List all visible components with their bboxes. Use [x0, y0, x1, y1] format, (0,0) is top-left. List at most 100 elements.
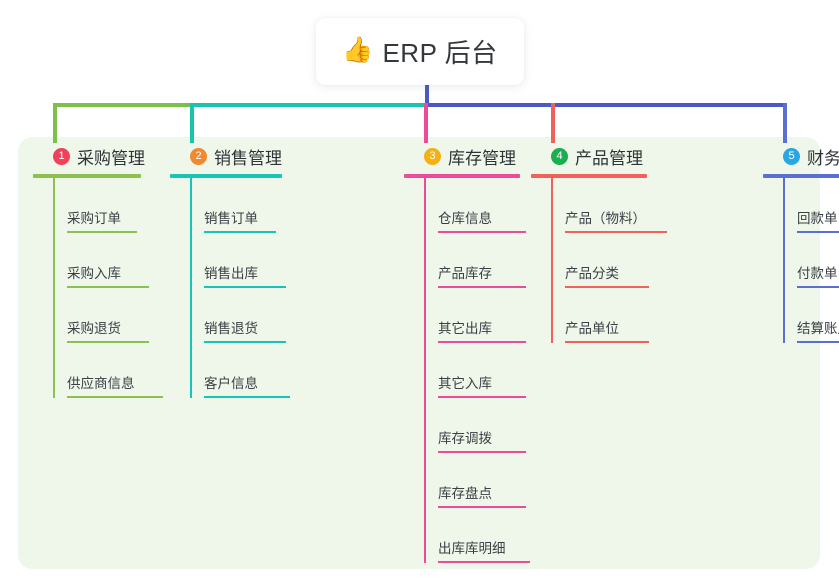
column-items-product: 产品（物料） 产品分类产品单位 — [531, 178, 667, 343]
column-title-sales: 销售管理 — [214, 148, 282, 168]
menu-item-rule — [67, 231, 137, 233]
menu-item[interactable]: 出库库明细 — [424, 508, 530, 563]
thumbs-up-icon: 👍 — [342, 36, 374, 64]
menu-item[interactable]: 仓库信息 — [424, 178, 530, 233]
menu-item-label: 客户信息 — [204, 376, 258, 391]
column-header-inventory[interactable]: 3 库存管理 — [404, 143, 530, 169]
menu-item-label: 库存盘点 — [438, 486, 492, 501]
column-rule-inventory — [404, 174, 520, 178]
column-items-inventory: 仓库信息产品库存其它出库其它入库库存调拨库存盘点出库库明细 — [404, 178, 530, 563]
column-items-purchase: 采购订单采购入库采购退货供应商信息 — [33, 178, 163, 398]
menu-item-label: 产品单位 — [565, 321, 619, 336]
column-badge-sales: 2 — [190, 147, 207, 165]
column-finance: 5 财务管理回款单付款单结算账户 — [763, 143, 839, 343]
menu-item-rule — [438, 231, 526, 233]
column-header-finance[interactable]: 5 财务管理 — [763, 143, 839, 169]
column-spine-product — [551, 178, 553, 343]
menu-item-rule — [438, 561, 530, 563]
column-spine-sales — [190, 178, 192, 398]
column-title-finance: 财务管理 — [807, 148, 839, 168]
column-header-sales[interactable]: 2 销售管理 — [170, 143, 290, 169]
column-rule-finance — [763, 174, 839, 178]
column-rule-sales — [170, 174, 282, 178]
menu-item-label: 库存调拨 — [438, 431, 492, 446]
menu-item-label: 销售订单 — [204, 211, 258, 226]
menu-item-rule — [797, 341, 839, 343]
menu-item[interactable]: 采购入库 — [53, 233, 163, 288]
bus-teal — [190, 103, 425, 107]
column-title-inventory: 库存管理 — [448, 148, 516, 168]
page-title: ERP 后台 — [382, 38, 498, 68]
menu-item[interactable]: 结算账户 — [783, 288, 839, 343]
column-badge-inventory: 3 — [424, 147, 441, 165]
menu-item-label: 付款单 — [797, 266, 838, 281]
menu-item[interactable]: 库存调拨 — [424, 398, 530, 453]
menu-item[interactable]: 采购退货 — [53, 288, 163, 343]
menu-item-rule — [67, 341, 149, 343]
menu-item-label: 结算账户 — [797, 321, 839, 336]
column-badge-product: 4 — [551, 147, 568, 165]
menu-item-rule — [204, 231, 276, 233]
menu-item-rule — [204, 341, 286, 343]
column-sales: 2 销售管理销售订单销售出库销售退货客户信息 — [170, 143, 290, 398]
column-rule-purchase — [33, 174, 141, 178]
column-header-purchase[interactable]: 1 采购管理 — [33, 143, 163, 169]
menu-item-rule — [438, 286, 526, 288]
menu-item-label: 其它入库 — [438, 376, 492, 391]
menu-item[interactable]: 采购订单 — [53, 178, 163, 233]
menu-item[interactable]: 产品库存 — [424, 233, 530, 288]
column-rule-product — [531, 174, 647, 178]
bus-green — [53, 103, 190, 107]
menu-item-label: 销售退货 — [204, 321, 258, 336]
menu-item[interactable]: 产品（物料） — [551, 178, 667, 233]
menu-item-label: 其它出库 — [438, 321, 492, 336]
menu-item-label: 回款单 — [797, 211, 838, 226]
root-title-card[interactable]: 👍 ERP 后台 — [316, 18, 524, 85]
column-items-sales: 销售订单销售出库销售退货客户信息 — [170, 178, 290, 398]
menu-item-label: 采购退货 — [67, 321, 121, 336]
diagram-panel — [18, 137, 820, 569]
column-title-product: 产品管理 — [575, 148, 643, 168]
menu-item[interactable]: 其它入库 — [424, 343, 530, 398]
menu-item-rule — [67, 396, 163, 398]
drop-inventory — [424, 103, 428, 143]
menu-item-rule — [204, 396, 290, 398]
menu-item-rule — [565, 286, 649, 288]
column-title-purchase: 采购管理 — [77, 148, 145, 168]
menu-item-label: 出库库明细 — [438, 541, 506, 556]
menu-item-rule — [67, 286, 149, 288]
menu-item[interactable]: 其它出库 — [424, 288, 530, 343]
menu-item-rule — [438, 341, 526, 343]
menu-item-label: 产品库存 — [438, 266, 492, 281]
menu-item-rule — [797, 286, 839, 288]
menu-item[interactable]: 回款单 — [783, 178, 839, 233]
menu-item-label: 采购订单 — [67, 211, 121, 226]
menu-item-rule — [565, 341, 649, 343]
drop-purchase — [53, 103, 57, 143]
column-spine-inventory — [424, 178, 426, 563]
menu-item-label: 采购入库 — [67, 266, 121, 281]
column-header-product[interactable]: 4 产品管理 — [531, 143, 667, 169]
menu-item-rule — [438, 451, 526, 453]
menu-item[interactable]: 销售退货 — [190, 288, 290, 343]
bus-blue — [425, 103, 787, 107]
drop-sales — [190, 103, 194, 143]
column-product: 4 产品管理产品（物料） 产品分类产品单位 — [531, 143, 667, 343]
menu-item-rule — [204, 286, 286, 288]
menu-item[interactable]: 产品分类 — [551, 233, 667, 288]
menu-item[interactable]: 销售订单 — [190, 178, 290, 233]
menu-item-rule — [438, 506, 526, 508]
column-items-finance: 回款单付款单结算账户 — [763, 178, 839, 343]
column-spine-purchase — [53, 178, 55, 398]
menu-item-label: 产品（物料） — [565, 211, 646, 226]
menu-item[interactable]: 库存盘点 — [424, 453, 530, 508]
menu-item[interactable]: 客户信息 — [190, 343, 290, 398]
column-badge-finance: 5 — [783, 147, 800, 165]
menu-item[interactable]: 供应商信息 — [53, 343, 163, 398]
column-purchase: 1 采购管理采购订单采购入库采购退货供应商信息 — [33, 143, 163, 398]
column-badge-purchase: 1 — [53, 147, 70, 165]
menu-item[interactable]: 付款单 — [783, 233, 839, 288]
menu-item[interactable]: 销售出库 — [190, 233, 290, 288]
menu-item-label: 供应商信息 — [67, 376, 135, 391]
menu-item[interactable]: 产品单位 — [551, 288, 667, 343]
